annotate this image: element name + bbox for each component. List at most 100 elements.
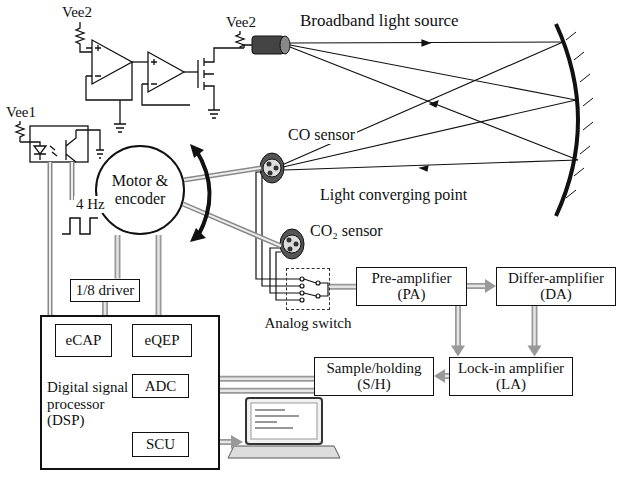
optocoupler [16, 120, 24, 142]
switch-contacts [300, 284, 304, 288]
arrow-head [434, 369, 445, 383]
text-label: Vee1 [4, 104, 38, 121]
driver-circuit [184, 71, 198, 72]
optocoupler [30, 126, 88, 162]
optocoupler [34, 146, 46, 160]
optocoupler [50, 146, 57, 156]
optocoupler [16, 120, 104, 162]
connector-line [467, 285, 486, 288]
optocoupler [66, 130, 76, 162]
light-beams [284, 160, 578, 170]
text-label: Broadband light source [298, 12, 461, 31]
signal-arrow [158, 235, 159, 324]
light-beams [420, 40, 438, 171]
concave-mirror [556, 24, 578, 216]
laptop [246, 398, 322, 444]
concave-mirror [566, 32, 593, 198]
switch-contacts [300, 298, 304, 302]
node-text: Pre-amplifier (PA) [357, 270, 466, 303]
capture-wires [50, 162, 72, 322]
driver-circuit [198, 48, 244, 110]
text-label: Vee2 [60, 4, 94, 21]
connector-line [532, 306, 538, 347]
light-beams [282, 42, 563, 165]
node-text: SCU [146, 436, 175, 453]
driver-circuit [86, 62, 132, 100]
connector-line [467, 283, 486, 289]
co2-sensor [287, 238, 292, 243]
driver-circuit [236, 30, 244, 48]
node-text: Lock-in amplifier (LA) [450, 360, 572, 393]
connector-line [115, 235, 121, 279]
node-text: Analog switch [264, 315, 351, 332]
sensor-wires [276, 252, 300, 300]
switch-contacts [300, 291, 304, 295]
switch-contacts [316, 281, 320, 285]
light-beams [283, 100, 576, 167]
node-text: Differ-amplifier (DA) [497, 270, 615, 303]
rotation-arrow [196, 150, 210, 236]
process-box: Sample/holding (S/H) [314, 357, 434, 396]
optocoupler [76, 130, 104, 158]
laptop [251, 403, 317, 439]
signal-arrow [528, 306, 542, 357]
process-box: eQEP [132, 324, 192, 357]
driver-circuit [132, 61, 148, 62]
connector-line [156, 235, 162, 324]
process-box: 1/8 driver [70, 279, 140, 302]
capture-wires [50, 162, 72, 322]
sensor-wires [270, 248, 300, 293]
arrow-head [451, 346, 465, 357]
square-wave [62, 218, 98, 234]
signal-arrow [105, 302, 106, 316]
connector-line [102, 302, 108, 316]
motor-circle: Motor & encoder [95, 145, 185, 235]
light-beams [290, 45, 576, 100]
co-sensor [267, 162, 272, 167]
node-text: ADC [145, 378, 177, 395]
co-sensor [274, 166, 279, 171]
arrow-head [528, 346, 542, 357]
rotation-arrow [190, 144, 210, 242]
driver-circuit [114, 100, 126, 132]
connector-line [457, 306, 460, 347]
process-box: SCU [132, 432, 189, 457]
process-box: ADC [132, 374, 189, 398]
co2-sensor [288, 247, 293, 252]
text-label: CO sensor [286, 126, 357, 144]
signal-arrow [467, 279, 496, 293]
text-label: Vee2 [224, 14, 258, 31]
connector-line [116, 235, 119, 279]
node-text: eCAP [66, 332, 102, 349]
co2-sensor [280, 229, 304, 259]
co2-sensor [283, 235, 301, 253]
node-text: 1/8 driver [76, 282, 135, 299]
connector-line [104, 302, 107, 316]
signal-arrow [330, 286, 356, 287]
switch-contacts [304, 279, 328, 296]
node-text: Digital signal processor (DSP) [47, 379, 129, 429]
driver-circuit [95, 45, 157, 84]
co-sensor [260, 153, 284, 183]
connector-line [533, 306, 536, 347]
text-label: Light converging point [318, 186, 469, 204]
concave-mirror [556, 24, 593, 216]
text-label: CO₂ sensor [308, 222, 385, 240]
light-source [244, 36, 290, 54]
connector-line [455, 306, 461, 347]
laptop [228, 446, 340, 458]
signal-arrow [117, 235, 118, 279]
motor-shafts-inner [184, 168, 261, 180]
switch-box: Analog switch [286, 268, 330, 310]
light-source [252, 36, 284, 54]
rotation-arrow [190, 144, 206, 242]
co-sensor [263, 159, 281, 177]
process-box: Lock-in amplifier (LA) [449, 357, 573, 396]
connector-line [330, 286, 356, 289]
arrow-head [485, 279, 496, 293]
process-box: Pre-amplifier (PA) [356, 267, 467, 306]
driver-circuit [76, 22, 244, 132]
signal-arrow [434, 369, 449, 383]
co-sensor [260, 153, 284, 183]
